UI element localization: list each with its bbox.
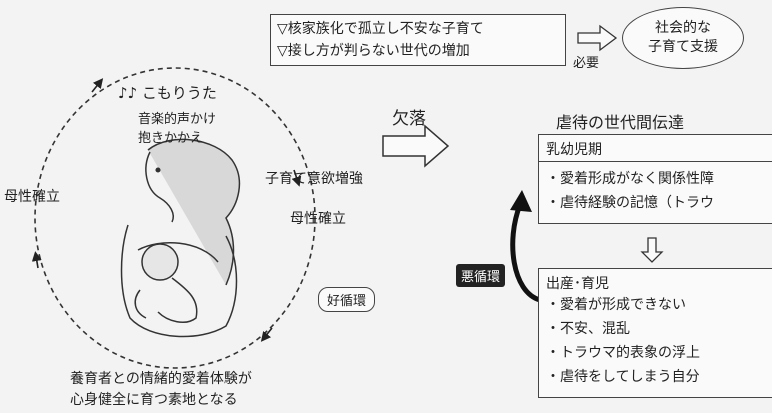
birth-childcare-box: 出産･育児 ・愛着が形成できない ・不安、混乱 ・トラウマ的表象の浮上 ・虐待を…: [538, 268, 772, 398]
issue-line-2: ▽接し方が判らない世代の増加: [277, 43, 470, 59]
cycle-circle: [34, 67, 316, 369]
down-arrow: [640, 237, 664, 263]
social-support-ellipse: 社会的な 子育て支援: [622, 7, 744, 69]
maternity-left-label: 母性確立: [4, 189, 60, 205]
issue-line-1: ▽核家族化で孤立し不安な子育て: [277, 21, 484, 37]
vicious-cycle-arrowhead: [510, 190, 532, 212]
cycle-arrow-right: [291, 169, 302, 187]
social-support-line-1: 社会的な: [655, 20, 711, 36]
intergen-title: 虐待の世代間伝達: [556, 113, 685, 132]
bottom-caption-line-2: 心身健全に育つ素地となる: [70, 392, 238, 408]
cycle-arrow-left: [31, 251, 42, 269]
need-arrow: [577, 24, 618, 52]
need-label: 必要: [573, 56, 600, 71]
list-item: ・愛着が形成できない: [546, 297, 686, 313]
list-item: ・不安、混乱: [546, 321, 630, 337]
holding-label: 抱きかかえ: [138, 131, 204, 146]
infancy-title: 乳幼児期: [546, 142, 602, 158]
lack-label: 欠落: [392, 109, 426, 129]
mother-child-illustration: [120, 138, 241, 338]
infancy-list: ・愛着形成がなく関係性障 ・虐待経験の記憶（トラウ: [546, 167, 714, 215]
cycle-arrow-top: [91, 78, 104, 93]
list-item: ・愛着形成がなく関係性障: [546, 171, 714, 187]
vicious-cycle-badge: 悪循環: [456, 264, 506, 287]
lack-arrow: [382, 124, 450, 168]
maternity-right-label: 母性確立: [290, 211, 346, 227]
virtuous-cycle-badge: 好循環: [318, 287, 376, 312]
vicious-cycle-arrow: [510, 204, 541, 303]
birth-childcare-list: ・愛着が形成できない ・不安、混乱 ・トラウマ的表象の浮上 ・虐待をしてしまう自…: [546, 293, 700, 389]
list-item: ・トラウマ的表象の浮上: [546, 345, 700, 361]
parenting-motivation-label: 子育て意欲増強: [265, 171, 363, 187]
social-support-line-2: 子育て支援: [648, 39, 718, 55]
lullaby-label: ♪♪ こもりうた: [118, 84, 217, 102]
infancy-box: 乳幼児期 ・愛着形成がなく関係性障 ・虐待経験の記憶（トラウ: [538, 134, 772, 224]
cycle-arrow-bottom-right: [260, 327, 273, 342]
bottom-caption-line-1: 養育者との情緒的愛着体験が: [70, 371, 252, 387]
birth-childcare-title: 出産･育児: [546, 276, 609, 292]
list-item: ・虐待経験の記憶（トラウ: [546, 195, 714, 211]
top-issues-box: ▽核家族化で孤立し不安な子育て ▽接し方が判らない世代の増加: [270, 14, 566, 66]
list-item: ・虐待をしてしまう自分: [546, 369, 700, 385]
musical-voice-label: 音楽的声かけ: [138, 112, 217, 127]
